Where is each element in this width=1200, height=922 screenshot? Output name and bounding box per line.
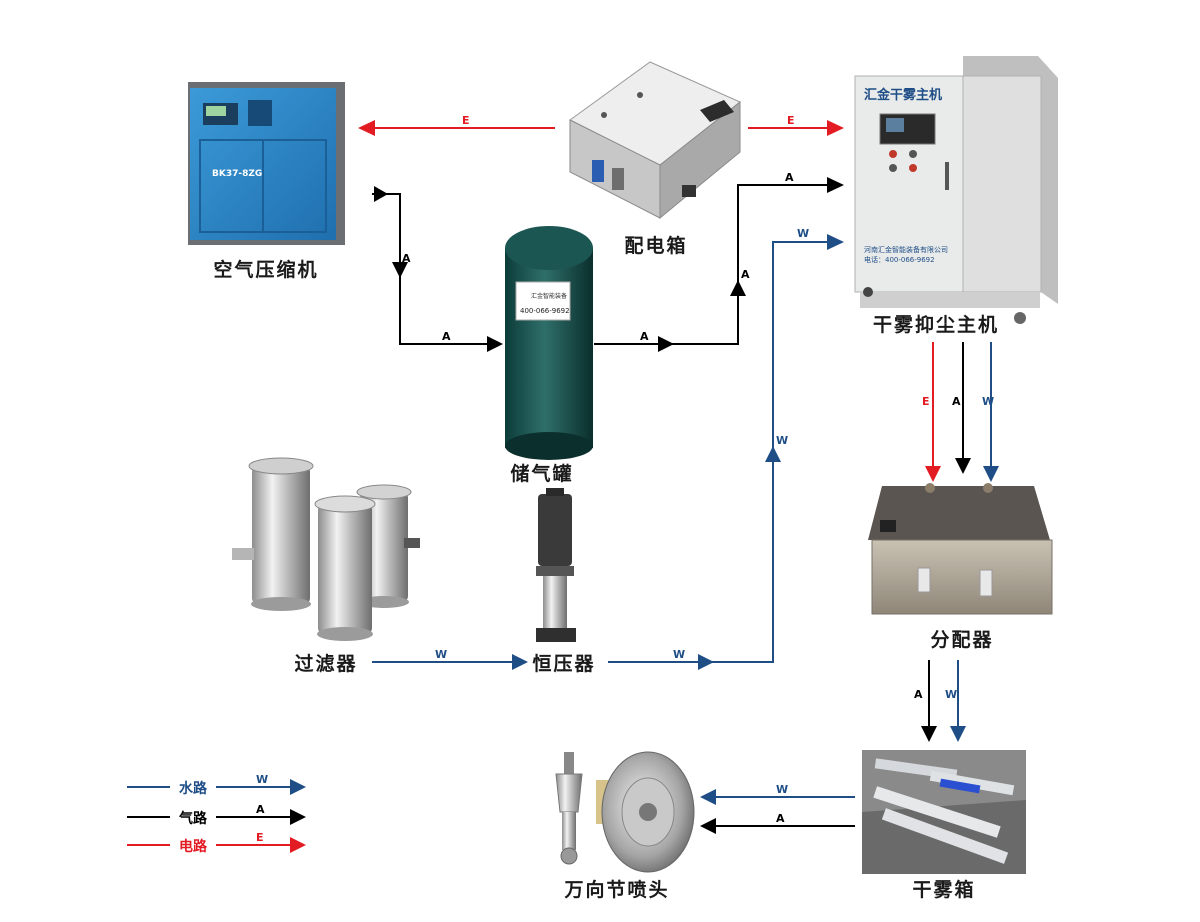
flow-letter-w: W bbox=[776, 783, 788, 796]
water-line-fog-box bbox=[950, 660, 966, 742]
flow-letter-w: W bbox=[776, 434, 788, 447]
flow-letter-e: E bbox=[922, 395, 930, 408]
air-tank-icon: 汇金智能装备 400-066-9692 bbox=[505, 226, 593, 460]
legend-letter-w: W bbox=[256, 773, 268, 786]
flow-letter-w: W bbox=[797, 227, 809, 240]
legend-label-electric: 电路 bbox=[179, 838, 208, 855]
electric-line-distributor bbox=[925, 342, 941, 482]
main-unit-icon: 汇金干雾主机 河南汇金智能装备有限公司 电话：400-066-9692 bbox=[854, 56, 1058, 324]
dry-fog-box-label: 干雾箱 bbox=[912, 878, 975, 901]
compressor-model: BK37-8ZG bbox=[212, 169, 262, 179]
flow-letter-a: A bbox=[776, 812, 785, 825]
flow-letter-w: W bbox=[673, 648, 685, 661]
flow-letter-e: E bbox=[787, 114, 795, 127]
flow-letter-a: A bbox=[952, 395, 961, 408]
flow-letter-a: A bbox=[741, 268, 750, 281]
distributor-label: 分配器 bbox=[930, 629, 993, 651]
nozzle-label: 万向节喷头 bbox=[563, 878, 669, 901]
legend-item-electric: 电路 E bbox=[127, 831, 306, 855]
power-box-label: 配电箱 bbox=[624, 234, 687, 257]
air-line-compressor-tank bbox=[372, 186, 503, 352]
main-unit-panel-title: 汇金干雾主机 bbox=[864, 87, 942, 103]
main-unit-company: 河南汇金智能装备有限公司 bbox=[864, 245, 948, 254]
distributor-icon bbox=[868, 483, 1053, 615]
tank-sticker-name: 汇金智能装备 bbox=[531, 292, 567, 300]
pump-label: 恒压器 bbox=[532, 653, 595, 675]
legend-letter-a: A bbox=[256, 803, 265, 816]
air-line-tank-main bbox=[594, 177, 844, 352]
flow-letter-a: A bbox=[442, 330, 451, 343]
filter-icon bbox=[232, 457, 420, 641]
air-line-nozzle bbox=[700, 818, 855, 834]
air-line-fog-box bbox=[921, 660, 937, 742]
water-line-nozzle bbox=[700, 789, 855, 805]
power-box-icon bbox=[569, 61, 741, 220]
nozzle-icon bbox=[555, 751, 695, 873]
legend-item-water: 水路 W bbox=[127, 773, 306, 797]
legend: 水路 W 气路 A 电路 E bbox=[127, 773, 306, 855]
legend-item-air: 气路 A bbox=[127, 803, 306, 827]
air-compressor-icon: BK37-8ZG bbox=[188, 82, 345, 245]
legend-label-water: 水路 bbox=[179, 780, 208, 797]
electric-line-compressor bbox=[358, 120, 555, 136]
tank-sticker-phone: 400-066-9692 bbox=[520, 307, 570, 315]
flow-letter-w: W bbox=[945, 688, 957, 701]
dry-fog-box-icon bbox=[862, 750, 1026, 874]
filter-label: 过滤器 bbox=[294, 653, 357, 675]
flow-letter-e: E bbox=[462, 114, 470, 127]
flow-letter-a: A bbox=[402, 252, 411, 265]
water-line-distributor bbox=[983, 342, 999, 482]
legend-letter-e: E bbox=[256, 831, 264, 844]
main-unit-label: 干雾抑尘主机 bbox=[873, 314, 999, 336]
main-unit-phone: 电话：400-066-9692 bbox=[864, 255, 935, 264]
pump-icon bbox=[536, 488, 576, 642]
electric-line-main-unit bbox=[748, 120, 844, 136]
water-line-pump-main bbox=[608, 234, 844, 670]
flow-letter-a: A bbox=[914, 688, 923, 701]
flow-letter-a: A bbox=[640, 330, 649, 343]
compressor-label: 空气压缩机 bbox=[213, 258, 318, 281]
water-line-filter-pump bbox=[372, 654, 528, 670]
flow-letter-a: A bbox=[785, 171, 794, 184]
air-line-distributor bbox=[955, 342, 971, 474]
flow-letter-w: W bbox=[982, 395, 994, 408]
legend-label-air: 气路 bbox=[178, 810, 208, 827]
tank-label: 储气罐 bbox=[510, 462, 573, 485]
flow-letter-w: W bbox=[435, 648, 447, 661]
